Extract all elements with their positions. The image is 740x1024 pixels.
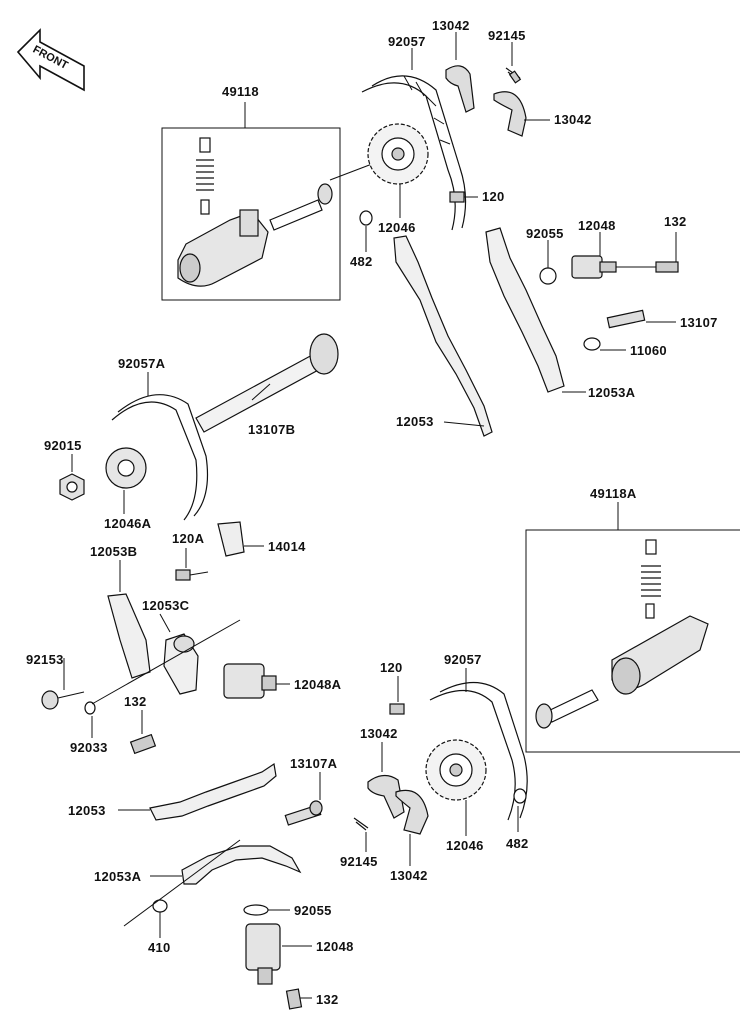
plate-14014 xyxy=(217,521,264,557)
sprocket-12046-top xyxy=(329,123,429,185)
label-120-low: 120 xyxy=(380,660,403,675)
guide-13042-low xyxy=(367,774,429,835)
guide-12053C xyxy=(163,633,199,695)
shaft-13107B xyxy=(195,333,339,433)
bolt-120-top xyxy=(449,191,478,203)
label-12053C: 12053C xyxy=(142,598,190,613)
label-92055-low: 92055 xyxy=(294,903,332,918)
label-13042-top: 13042 xyxy=(432,18,470,33)
label-132-low: 132 xyxy=(316,992,339,1007)
label-12048-low: 12048 xyxy=(316,939,354,954)
label-13042-low-bottom: 13042 xyxy=(390,868,428,883)
washer-92033 xyxy=(84,701,96,715)
label-92057-top: 92057 xyxy=(388,34,426,49)
label-11060: 11060 xyxy=(630,343,667,358)
label-12046-top: 12046 xyxy=(378,220,416,235)
ring-482-top xyxy=(359,210,373,252)
part-labels: 49118 92057 13042 92145 13042 120 12046 … xyxy=(26,18,718,1007)
bolt-92145-top xyxy=(505,67,522,84)
chain-tensioner-guide-12053A-low xyxy=(181,845,302,885)
bolt-92145-low xyxy=(353,817,369,831)
label-13107: 13107 xyxy=(680,315,718,330)
label-12053A-low: 12053A xyxy=(94,869,142,884)
ring-482-low xyxy=(513,788,527,804)
label-92145-low: 92145 xyxy=(340,854,378,869)
label-13107B: 13107B xyxy=(248,422,295,437)
chain-tensioner-guide-12053A-top xyxy=(485,227,565,393)
label-13107A: 13107A xyxy=(290,756,338,771)
guide-12053B xyxy=(107,593,151,679)
label-482-top: 482 xyxy=(350,254,373,269)
sprocket-12046A xyxy=(105,447,147,489)
label-14014: 14014 xyxy=(268,539,306,554)
label-92057-low: 92057 xyxy=(444,652,482,667)
label-13042-low: 13042 xyxy=(360,726,398,741)
label-49118A: 49118A xyxy=(590,486,637,501)
label-12046-low: 12046 xyxy=(446,838,484,853)
label-49118: 49118 xyxy=(222,84,259,99)
label-12046A: 12046A xyxy=(104,516,152,531)
label-13042-top-right: 13042 xyxy=(554,112,592,127)
bolt-13107A xyxy=(284,800,323,826)
timing-chain-92057-top xyxy=(361,75,467,231)
label-132-mid: 132 xyxy=(124,694,147,709)
bolt-13107-top xyxy=(583,309,646,351)
label-410: 410 xyxy=(148,940,171,955)
bolt-132-low xyxy=(285,988,303,1010)
label-120A: 120A xyxy=(172,531,205,546)
label-92015: 92015 xyxy=(44,438,82,453)
oring-92055-low xyxy=(243,904,269,916)
chain-guide-12053-low xyxy=(149,762,277,821)
front-arrow-icon: FRONT xyxy=(16,28,85,92)
label-12053B: 12053B xyxy=(90,544,137,559)
label-92055-top: 92055 xyxy=(526,226,564,241)
label-12053-mid: 12053 xyxy=(396,414,434,429)
label-92033: 92033 xyxy=(70,740,108,755)
leader-lines xyxy=(63,32,677,999)
label-120-top: 120 xyxy=(482,189,505,204)
tensioner-12048A xyxy=(223,663,277,699)
guide-13042-top xyxy=(445,65,527,137)
sprocket-12046-low xyxy=(425,739,487,801)
label-12053A-top: 12053A xyxy=(588,385,636,400)
bolt-92153 xyxy=(41,690,85,710)
nut-92015 xyxy=(59,473,85,501)
washer-410 xyxy=(152,899,168,938)
label-132-top: 132 xyxy=(664,214,687,229)
label-12048-top: 12048 xyxy=(578,218,616,233)
label-92057A: 92057A xyxy=(118,356,166,371)
tensioner-12048-top xyxy=(539,255,679,285)
chain-guide-12053-top xyxy=(393,235,493,437)
bolt-132-mid xyxy=(129,733,157,755)
label-12053-low: 12053 xyxy=(68,803,106,818)
camshaft-box-49118 xyxy=(161,102,341,301)
tensioner-12048-low xyxy=(245,923,281,985)
label-92145-top: 92145 xyxy=(488,28,526,43)
timing-chain-92057A xyxy=(111,394,209,521)
label-482-low: 482 xyxy=(506,836,529,851)
label-92153: 92153 xyxy=(26,652,64,667)
bolt-120A xyxy=(175,569,209,581)
label-12048A: 12048A xyxy=(294,677,342,692)
camshaft-box-49118A xyxy=(525,502,740,753)
bolt-120-low xyxy=(389,703,405,715)
